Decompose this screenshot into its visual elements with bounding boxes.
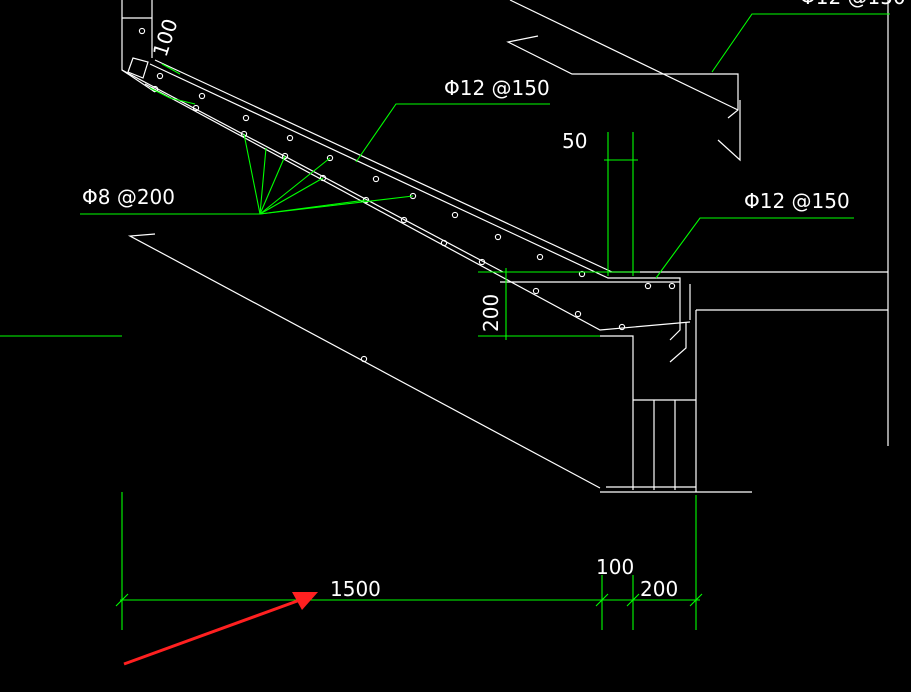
dim-tick-4 xyxy=(689,593,703,607)
rebar-dot xyxy=(198,92,206,100)
dim-100-top-label: 100 xyxy=(148,16,183,60)
rebar-dot xyxy=(138,27,146,35)
rebar-dot xyxy=(242,114,250,122)
fan-2 xyxy=(259,147,267,215)
rebar-dot xyxy=(668,282,676,290)
rebar-dot xyxy=(618,323,626,331)
rebar-dot xyxy=(536,253,544,261)
dim-50-label: 50 xyxy=(562,129,587,153)
upper-flight-hook xyxy=(717,100,741,162)
rebar-dot xyxy=(400,216,408,224)
red-arrow-head xyxy=(292,592,318,610)
rebar-dot xyxy=(451,211,459,219)
structure-outline xyxy=(121,0,889,493)
dim-100-tick-2 xyxy=(149,87,171,99)
rebar-dot xyxy=(156,72,164,80)
rebar-dot xyxy=(326,154,334,162)
rebar-top-right-partial-label: Φ12 @150 xyxy=(800,0,906,9)
landing-beam-outline xyxy=(600,335,634,490)
top-rebar xyxy=(149,63,681,341)
bottom-rebar xyxy=(144,83,691,331)
rebar-dot xyxy=(644,282,652,290)
rebar-dot xyxy=(478,258,486,266)
rebar-dot xyxy=(494,233,502,241)
fan-6 xyxy=(259,195,414,215)
rebar-dot xyxy=(319,174,327,182)
fan-3 xyxy=(259,155,286,215)
dim-100-ext xyxy=(169,97,196,105)
dim-tick-1 xyxy=(115,593,129,607)
fan-4 xyxy=(259,177,324,215)
stair-slab-top xyxy=(154,59,613,273)
rebar-landing-label: Φ12 @150 xyxy=(744,189,850,213)
rebar-dot xyxy=(281,152,289,160)
rebar-dot xyxy=(286,134,294,142)
rebar-dot xyxy=(372,175,380,183)
rebar-dot xyxy=(360,355,368,363)
fan-1 xyxy=(243,133,261,215)
bar-end-hook xyxy=(127,57,149,79)
red-arrow-shaft xyxy=(123,598,301,666)
dim-200-bottom-label: 200 xyxy=(640,577,678,601)
rebar-dots xyxy=(138,27,676,363)
rebar-dot xyxy=(192,104,200,112)
dim-100-bottom-label: 100 xyxy=(596,555,634,579)
dim-tick-3 xyxy=(626,593,640,607)
dim-200-beam-label: 200 xyxy=(479,294,503,332)
annotation-lines xyxy=(0,13,890,630)
upper-flight-bar xyxy=(506,35,739,119)
lower-flight-hook xyxy=(127,233,601,489)
dim-100-tick xyxy=(161,63,181,75)
fan-7 xyxy=(259,157,331,215)
red-arrow-icon xyxy=(123,592,318,666)
rebar-dot xyxy=(574,310,582,318)
dim-1500-label: 1500 xyxy=(330,577,381,601)
leader-top-slab xyxy=(355,103,550,163)
stair-slab-bottom xyxy=(121,69,504,273)
rebar-dot xyxy=(440,239,448,247)
rebar-dot xyxy=(578,270,586,278)
annotation-text: 100 Φ12 @150 50 Φ8 @200 Φ12 @150 Φ12 @15… xyxy=(82,0,906,601)
leader-landing xyxy=(655,217,854,279)
upper-flight-top xyxy=(509,0,739,111)
dim-tick-2 xyxy=(595,593,609,607)
rebar-top-slab-label: Φ12 @150 xyxy=(444,76,550,100)
landing-end-hook xyxy=(669,322,687,363)
leader-top-right xyxy=(711,13,890,73)
rebar-dist-label: Φ8 @200 xyxy=(82,185,175,209)
rebar-dot xyxy=(532,287,540,295)
